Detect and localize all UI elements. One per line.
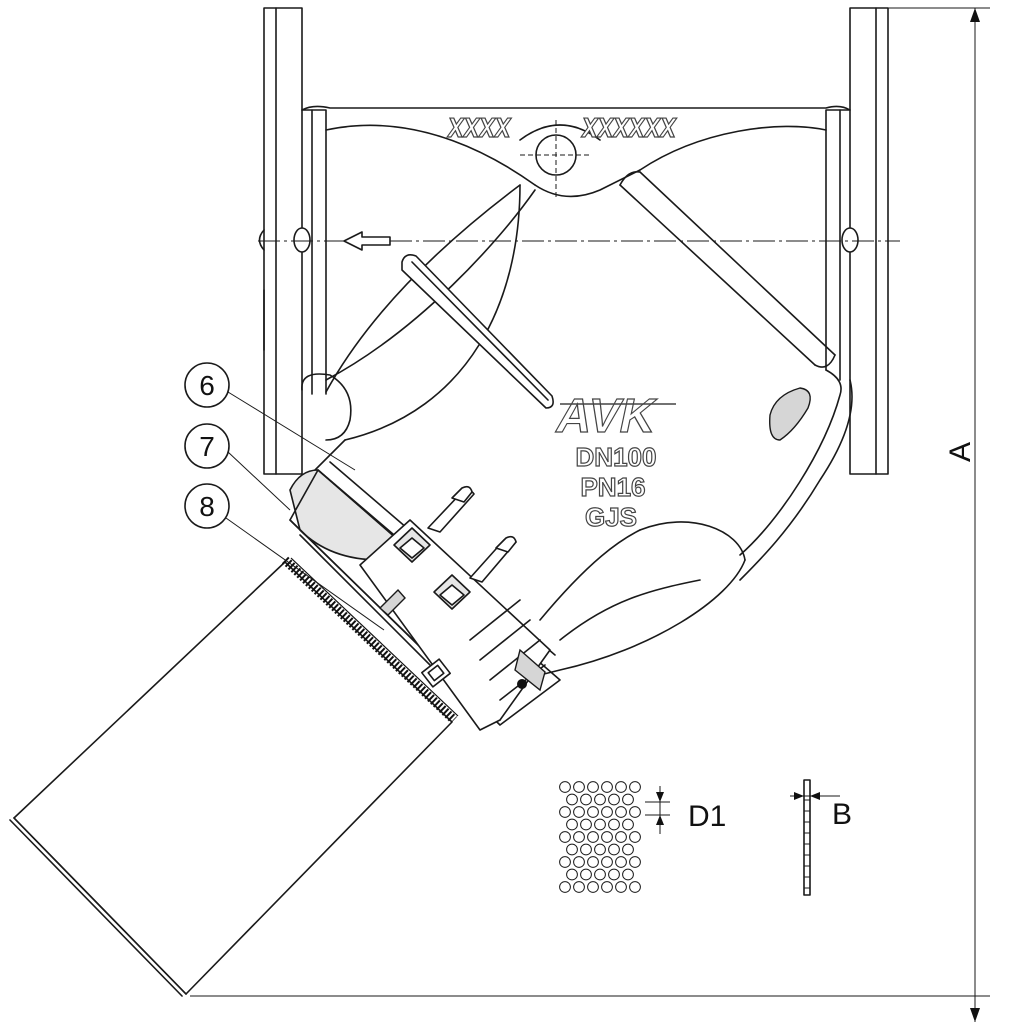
marking-size: DN100: [576, 442, 657, 472]
perforation-hole: [629, 806, 641, 818]
callout-6: 6: [184, 362, 356, 471]
perforation-hole: [559, 806, 571, 818]
perforation-hole: [587, 806, 599, 818]
marking-pressure: PN16: [580, 472, 645, 502]
perforation-hole: [594, 868, 606, 881]
cast-mark-right: XXXXXX: [580, 114, 678, 144]
perforation-hole: [559, 831, 571, 843]
perforation-hole: [601, 806, 613, 818]
thickness-detail: [790, 779, 840, 896]
dimension-d1: [645, 786, 670, 834]
dimension-d1-label: D1: [688, 800, 726, 833]
perforation-hole: [615, 856, 627, 868]
marking-material: GJS: [585, 502, 637, 532]
perforation-hole: [629, 856, 641, 868]
bonnet-assembly: [289, 461, 561, 731]
perforation-hole: [608, 793, 620, 806]
perforation-hole: [622, 793, 634, 806]
callout-6-number: 6: [199, 370, 215, 401]
perforation-hole: [587, 856, 599, 868]
perforation-hole: [594, 818, 606, 831]
perforation-detail: [559, 781, 641, 893]
perforation-hole: [594, 793, 606, 806]
dimension-a: [190, 7, 990, 1022]
perforation-hole: [587, 781, 599, 793]
callout-8-number: 8: [199, 491, 215, 522]
perforation-hole: [573, 831, 585, 843]
perforation-hole: [615, 831, 627, 843]
perforation-hole: [608, 843, 620, 856]
brand-mark: AVK: [551, 389, 676, 443]
perforation-hole: [601, 881, 613, 893]
perforation-hole: [559, 781, 571, 793]
cast-mark-left: XXXX: [446, 114, 513, 144]
perforation-hole: [580, 818, 592, 831]
perforation-hole: [601, 831, 613, 843]
brand-logo: AVK: [552, 389, 661, 442]
internal-blade: [401, 254, 554, 409]
perforation-hole: [601, 781, 613, 793]
perforation-hole: [559, 856, 571, 868]
strainer-screen: [9, 556, 459, 997]
perforation-hole: [580, 843, 592, 856]
perforation-hole: [615, 806, 627, 818]
bolt-lower: [433, 535, 517, 610]
perforation-hole: [594, 843, 606, 856]
dimension-b-label: B: [832, 798, 852, 831]
perforation-hole: [601, 856, 613, 868]
perforation-hole: [559, 881, 571, 893]
perforation-hole: [608, 868, 620, 881]
perforation-hole: [629, 881, 641, 893]
perforation-hole: [629, 781, 641, 793]
perforation-hole: [615, 781, 627, 793]
perforation-hole: [566, 843, 578, 856]
perforation-hole: [580, 868, 592, 881]
perforation-hole: [608, 818, 620, 831]
perforation-hole: [587, 881, 599, 893]
dimension-a-label: A: [944, 442, 977, 462]
perforation-hole: [629, 831, 641, 843]
perforation-hole: [573, 806, 585, 818]
perforation-hole: [580, 793, 592, 806]
perforation-hole: [573, 781, 585, 793]
perforation-hole: [573, 881, 585, 893]
callout-8: 8: [184, 483, 385, 631]
top-boss: [519, 120, 601, 200]
perforation-hole: [566, 868, 578, 881]
callout-7: 7: [184, 423, 291, 511]
perforation-hole: [622, 843, 634, 856]
valve-body: [301, 105, 853, 721]
callout-7-number: 7: [199, 431, 215, 462]
flow-arrow-icon: [343, 231, 391, 251]
perforation-hole: [573, 856, 585, 868]
perforation-hole: [566, 818, 578, 831]
perforation-hole: [622, 868, 634, 881]
perforation-hole: [587, 831, 599, 843]
perforation-hole: [566, 793, 578, 806]
perforation-hole: [615, 881, 627, 893]
bolt-upper: [393, 485, 475, 563]
perforation-hole: [622, 818, 634, 831]
